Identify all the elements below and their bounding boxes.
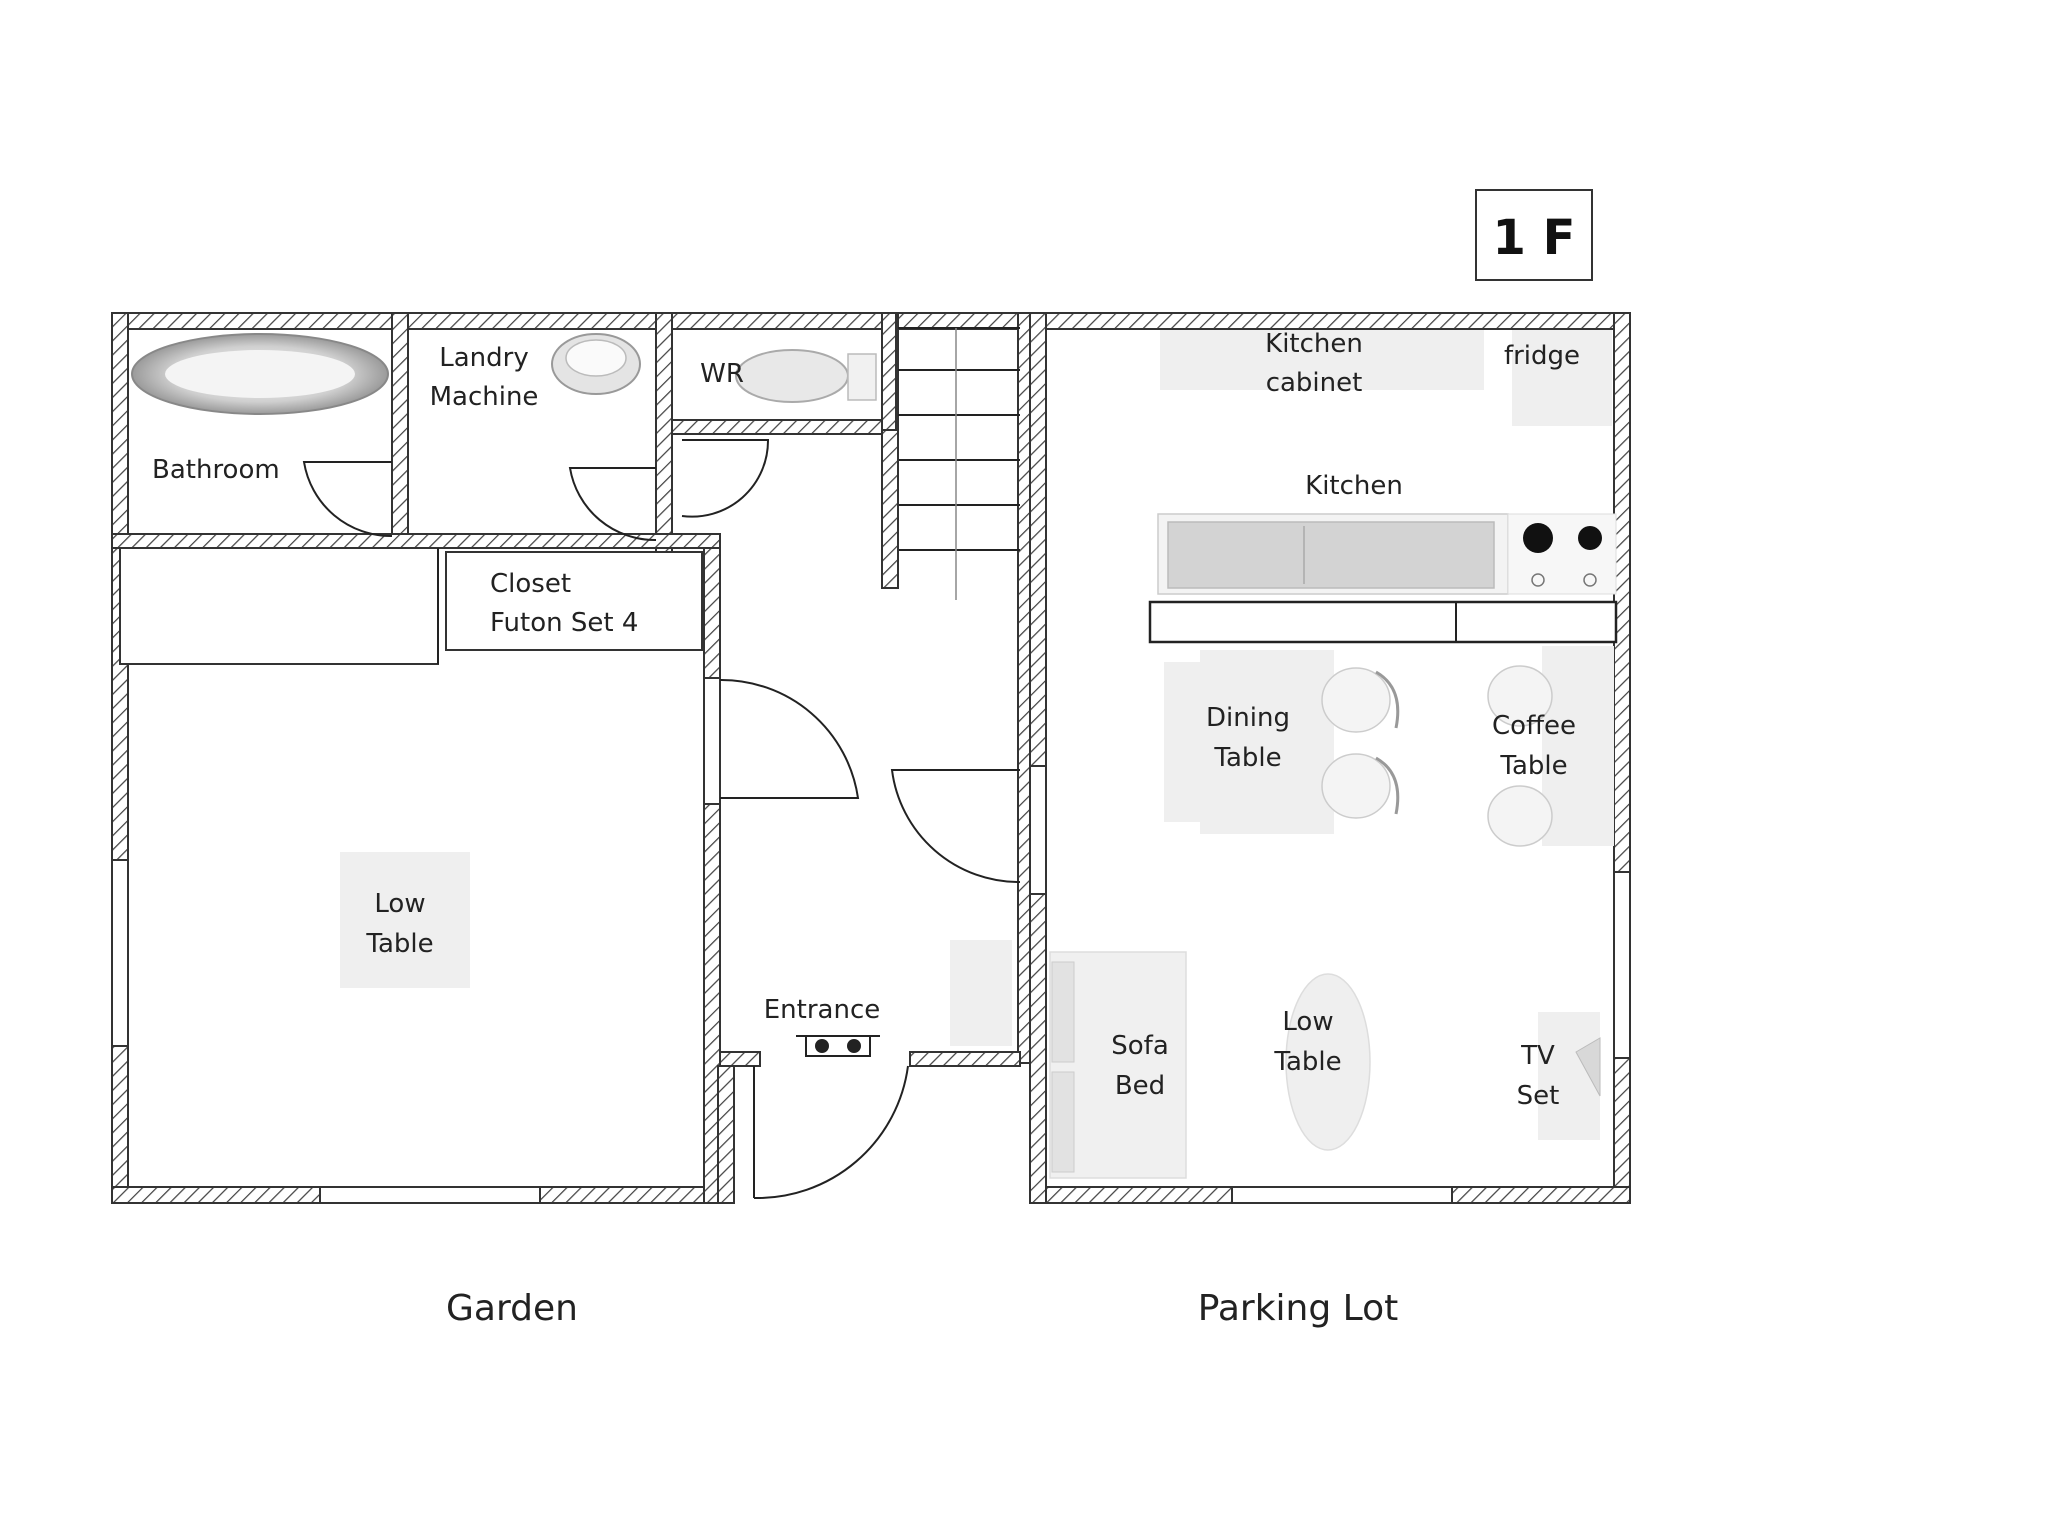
low-table-right: Low Table bbox=[1273, 973, 1371, 1151]
sofa-bed-label-2: Bed bbox=[1115, 1071, 1165, 1101]
entrance-door-icon bbox=[753, 1065, 909, 1200]
laundry-room: Landry Machine bbox=[420, 330, 657, 542]
living-door-icon bbox=[890, 769, 1021, 884]
dining-table-label: Dining bbox=[1206, 703, 1290, 733]
tv-set-label: TV bbox=[1520, 1041, 1555, 1071]
floor-label-box: 1 F bbox=[1475, 189, 1593, 281]
bathroom: Bathroom bbox=[131, 333, 393, 538]
toilet-icon bbox=[735, 349, 849, 403]
low-table-left: Low Table bbox=[340, 852, 470, 988]
garden-label: Garden bbox=[446, 1288, 578, 1329]
fridge-label: fridge bbox=[1504, 341, 1580, 371]
coffee-table-label: Coffee bbox=[1492, 711, 1576, 741]
laundry-door-icon bbox=[568, 467, 657, 542]
staircase bbox=[881, 327, 1020, 600]
low-table-right-label-2: Table bbox=[1273, 1047, 1341, 1077]
coffee-table-label-2: Table bbox=[1499, 751, 1567, 781]
kitchen-cabinet-label-2: cabinet bbox=[1266, 368, 1363, 398]
wc-door-icon bbox=[681, 439, 770, 518]
shoe-rack-icon bbox=[796, 1035, 880, 1057]
closet-content-label: Futon Set 4 bbox=[490, 608, 638, 638]
bedroom-door-icon bbox=[719, 678, 860, 799]
sofa-bed: Sofa Bed bbox=[1049, 951, 1187, 1179]
right-building-walls bbox=[1029, 312, 1631, 1204]
kitchen-label: Kitchen bbox=[1305, 471, 1403, 501]
parking-lot-label: Parking Lot bbox=[1198, 1288, 1398, 1329]
bathroom-label: Bathroom bbox=[152, 455, 280, 485]
laundry-label: Landry bbox=[439, 343, 528, 373]
bathroom-door-icon bbox=[302, 461, 393, 538]
low-table-right-label: Low bbox=[1282, 1007, 1333, 1037]
sofa-bed-label: Sofa bbox=[1111, 1031, 1169, 1061]
hallway-doors bbox=[719, 678, 1021, 1200]
dining-table: Dining Table bbox=[1164, 650, 1400, 834]
chair-icon bbox=[1487, 665, 1553, 727]
wc-label: WR bbox=[700, 359, 744, 389]
kitchen-cabinet-label: Kitchen bbox=[1265, 329, 1363, 359]
stove-icon bbox=[1507, 513, 1617, 595]
tv-set: TV Set bbox=[1517, 1012, 1601, 1140]
floor-label: 1 F bbox=[1493, 210, 1576, 266]
left-building-walls bbox=[111, 312, 1035, 1204]
tv-icon bbox=[1575, 1037, 1601, 1097]
kitchen: Kitchen bbox=[1148, 471, 1618, 644]
closet-label: Closet bbox=[490, 569, 571, 599]
tv-set-label-2: Set bbox=[1517, 1081, 1560, 1111]
laundry-machine-label: Machine bbox=[430, 382, 539, 412]
wc-room: WR bbox=[681, 349, 877, 518]
kitchen-cabinet: Kitchen cabinet bbox=[1160, 329, 1484, 398]
low-table-left-label: Low bbox=[374, 889, 425, 919]
fridge: fridge bbox=[1504, 330, 1612, 426]
coffee-table: Coffee Table bbox=[1487, 646, 1614, 847]
entrance: Entrance bbox=[764, 995, 881, 1057]
kitchen-bar-counter bbox=[1148, 600, 1618, 644]
low-table-left-label-2: Table bbox=[365, 929, 433, 959]
kitchen-sink-icon bbox=[1167, 521, 1495, 589]
chair-icon bbox=[1487, 785, 1553, 847]
chair-icon bbox=[1321, 753, 1391, 819]
closet: Closet Futon Set 4 bbox=[119, 547, 703, 665]
chair-icon bbox=[1321, 667, 1391, 733]
entrance-label: Entrance bbox=[764, 995, 881, 1025]
dining-table-label-2: Table bbox=[1213, 743, 1281, 773]
